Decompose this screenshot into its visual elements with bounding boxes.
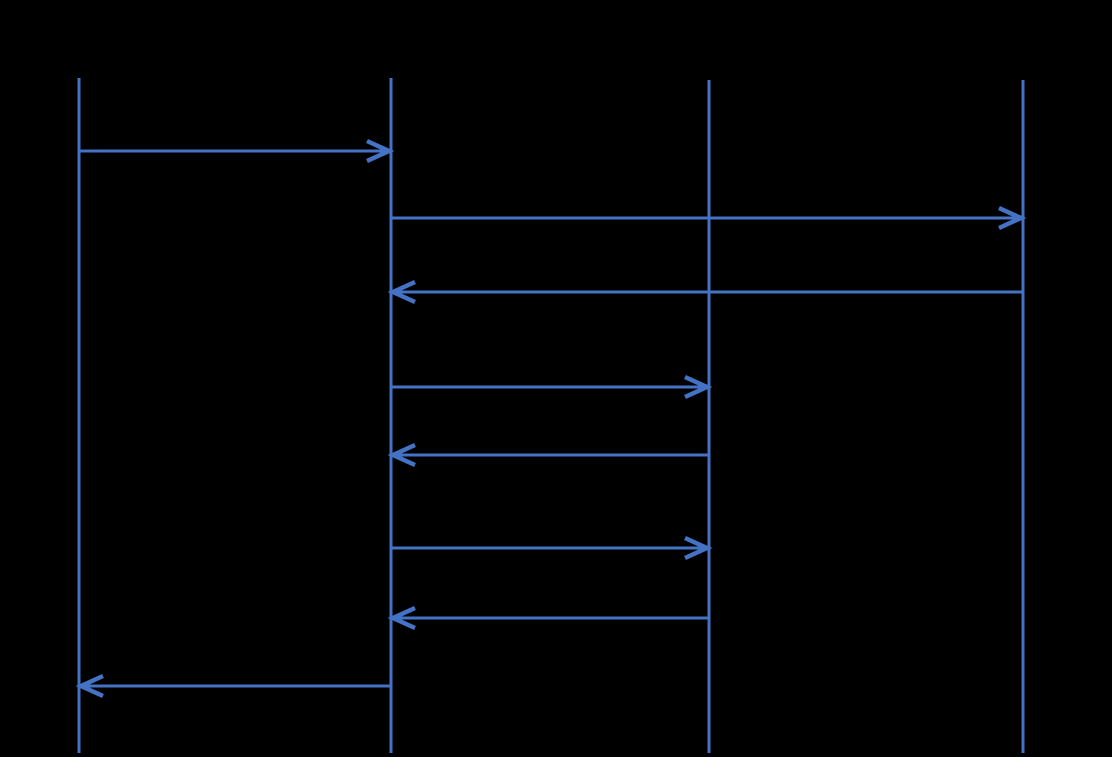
sequence-diagram (75, 78, 1027, 753)
sequence-diagram-canvas (75, 78, 1027, 753)
